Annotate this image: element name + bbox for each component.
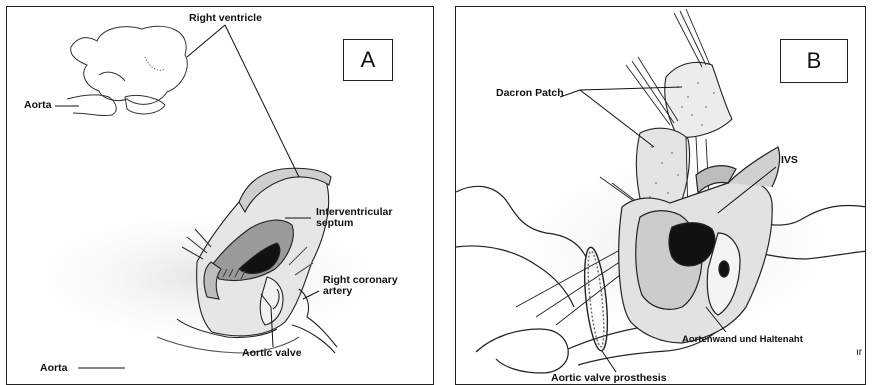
label-septum: septum xyxy=(316,218,353,229)
label-aorta-top: Aorta xyxy=(24,100,51,111)
label-ivs: IVS xyxy=(781,155,798,166)
label-aortenwand-und-haltenaht: Aortenwand und Haltenaht xyxy=(682,334,803,345)
label-dacron-patch: Dacron Patch xyxy=(496,88,564,99)
inset-heart-sketch xyxy=(67,26,187,115)
label-cut-off-text: ır xyxy=(856,347,862,358)
label-aortic-valve: Aortic valve xyxy=(242,348,302,359)
panel-b-letter-box: B xyxy=(780,39,848,83)
label-right-ventricle: Right ventricle xyxy=(189,13,262,24)
panel-b: B Dacron Patch IVS Aortenwand und Halten… xyxy=(455,6,866,385)
label-aorta-bottom: Aorta xyxy=(40,363,67,374)
panel-a-letter-box: A xyxy=(343,39,393,81)
label-artery: artery xyxy=(323,286,352,297)
panel-a: A Right ventricle Aorta Interventricular… xyxy=(6,6,434,385)
label-aortic-valve-prosthesis: Aortic valve prosthesis xyxy=(551,373,667,384)
